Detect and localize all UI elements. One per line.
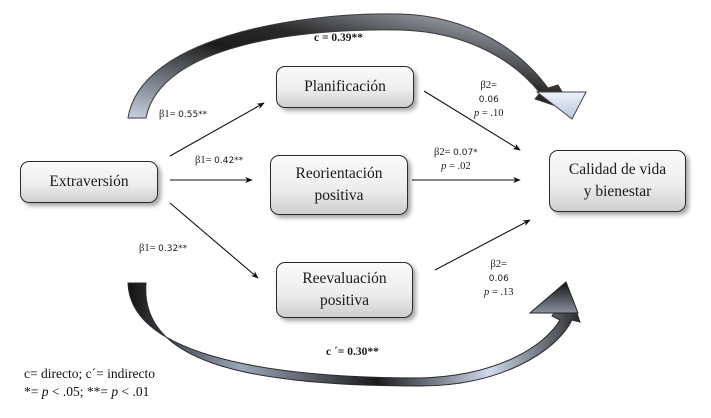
path-b3-beta: β2=: [490, 259, 508, 270]
path-a1-arrow: [169, 102, 265, 157]
path-b1-arrow: [423, 90, 521, 151]
path-b3-value: 0.06: [488, 274, 509, 284]
path-a2-beta: β1=: [195, 155, 212, 166]
node-planificacion: Planificación: [276, 66, 414, 108]
node-reevaluacion-label-2: positiva: [319, 292, 370, 309]
legend-star-one: *=: [24, 384, 42, 399]
node-planificacion-label: Planificación: [304, 78, 386, 95]
node-extraversion: Extraversión: [20, 161, 158, 203]
node-reorientacion-label-1: Reorientación: [295, 165, 383, 182]
path-b2-label: β2= 0.07* p = .02: [434, 146, 478, 173]
node-calidad-label-2: y bienestar: [583, 183, 652, 200]
path-b2-value: 0.07*: [453, 148, 478, 158]
path-a2-label: β1= 0.42**: [195, 155, 243, 166]
indirect-effect-arrowhead-icon: [528, 281, 579, 314]
path-b2-p-label: p: [441, 161, 447, 172]
node-reorientacion-label-2: positiva: [314, 187, 364, 204]
path-b2-p-value: = .02: [448, 161, 471, 172]
path-a1-label: β1= 0.55**: [159, 109, 207, 120]
path-a1-value: 0.55**: [178, 110, 208, 120]
path-b1-value: 0.06: [478, 95, 499, 105]
legend-p-2: p: [111, 384, 119, 399]
path-b1-p-value: = .10: [481, 108, 504, 119]
legend-threshold-2: < .01: [118, 384, 150, 399]
path-a3-arrow: [169, 202, 259, 279]
legend-star-two: < .05; **=: [48, 384, 112, 399]
path-a1-beta: β1=: [159, 109, 176, 120]
node-reevaluacion-label-1: Reevaluación: [302, 270, 387, 287]
node-extraversion-label: Extraversión: [49, 173, 129, 190]
node-calidad-label-1: Calidad de vida: [568, 161, 667, 178]
path-a3-beta: β1=: [139, 243, 156, 254]
direct-effect-arrowhead-icon: [535, 91, 587, 120]
path-a2-value: 0.42**: [214, 156, 244, 166]
node-calidad-de-vida: Calidad de vida y bienestar: [549, 150, 686, 212]
node-reorientacion-positiva: Reorientación positiva: [270, 155, 408, 215]
path-b3-arrow: [434, 219, 531, 271]
path-b1-label: β2= 0.06 p = .10: [474, 79, 504, 121]
path-b3-p-label: p: [484, 287, 490, 298]
path-a3-value: 0.32**: [158, 244, 188, 254]
path-b3-label: β2= 0.06 p = .13: [484, 258, 514, 300]
indirect-effect-arc: [127, 282, 581, 387]
node-reevaluacion-positiva: Reevaluación positiva: [276, 262, 413, 318]
path-b3-p-value: = .13: [491, 287, 514, 298]
legend-p-1: p: [41, 384, 49, 399]
legend-line-2: *= p < .05; **= p < .01: [24, 384, 149, 400]
path-a3-label: β1= 0.32**: [139, 243, 187, 254]
indirect-effect-label: c ´= 0.30**: [326, 346, 379, 358]
legend-line-1: c= directo; c´= indirecto: [24, 366, 156, 381]
path-b1-beta: β2=: [480, 80, 498, 91]
direct-effect-label: c = 0.39**: [314, 32, 364, 44]
path-b2-beta: β2=: [434, 147, 451, 158]
path-b1-p-label: p: [474, 108, 480, 119]
